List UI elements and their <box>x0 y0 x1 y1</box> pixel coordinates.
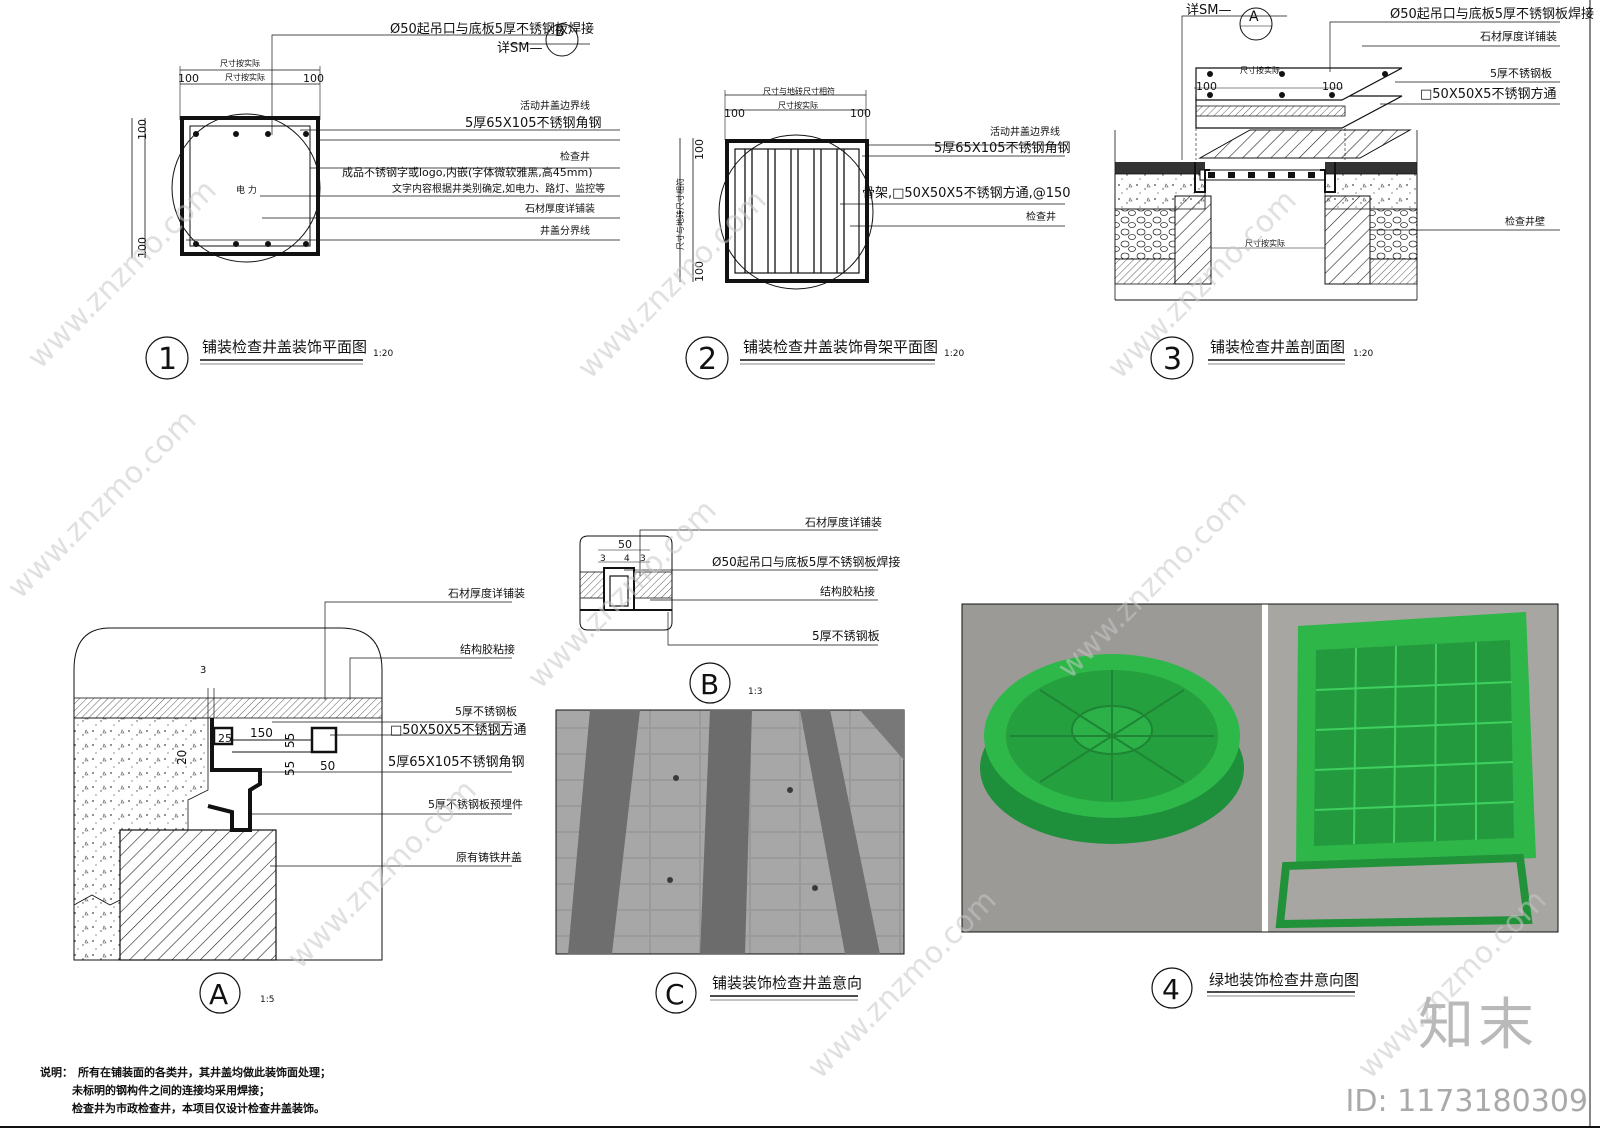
view-3-section: 尺寸按实际 100 100 尺寸按实际 Ø50起吊口与底板5厚不锈钢 <box>1114 3 1594 380</box>
v1-dim-top-left: 100 <box>178 72 199 85</box>
vB-label-lift: Ø50起吊口与底板5厚不锈钢板焊接 <box>712 554 900 569</box>
v1-label-angle: 5厚65X105不锈钢角钢 <box>465 116 602 131</box>
v3-dim-top: 尺寸按实际 <box>1240 65 1280 75</box>
v2-label-angle: 5厚65X105不锈钢角钢 <box>934 141 1071 156</box>
v3-label-plate: 5厚不锈钢板 <box>1490 66 1552 80</box>
v1-ref-text: 详SM— <box>497 41 542 56</box>
v3-label-lift: Ø50起吊口与底板5厚不锈钢板焊接 <box>1390 6 1594 22</box>
vB-number: B <box>700 668 719 701</box>
watermark-id: ID: 1173180309 <box>1345 1084 1588 1119</box>
vA-dim-55a: 55 <box>283 733 297 748</box>
v1-dim-left-bottom: 100 <box>136 237 149 258</box>
vB-dim-50: 50 <box>618 538 632 551</box>
wm-4: www.znzmo.com <box>1 403 204 606</box>
v1-label-stone: 石材厚度详铺装 <box>525 202 595 215</box>
detail-a: 3 25 150 55 55 50 20 石材厚度详铺装 结构胶粘接 5厚不锈钢… <box>73 586 526 1014</box>
vA-label-glue: 结构胶粘接 <box>460 642 515 656</box>
vA-dim-3: 3 <box>200 665 206 676</box>
v3-ref-letter: A <box>1249 9 1259 25</box>
vA-dim-25: 25 <box>218 732 232 745</box>
notes-line-3: 检查井为市政检查井，本项目仅设计检查井盖装饰。 <box>72 1101 325 1115</box>
vA-label-plate: 5厚不锈钢板 <box>455 704 517 718</box>
v2-number: 2 <box>698 342 717 377</box>
v4-number: 4 <box>1162 973 1180 1006</box>
v1-label-content: 文字内容根据井类别确定,如电力、路灯、监控等 <box>392 182 605 195</box>
vA-dim-20: 20 <box>175 750 189 765</box>
vB-dim-3b: 3 <box>640 554 646 564</box>
v3-label-tube: □50X50X5不锈钢方通 <box>1420 86 1556 102</box>
vB-label-plate: 5厚不锈钢板 <box>812 629 880 643</box>
v2-label-well: 检查井 <box>1026 210 1056 223</box>
vB-label-stone: 石材厚度详铺装 <box>805 515 882 529</box>
watermark-logo: 知末 <box>1418 993 1538 1058</box>
wm-1: www.znzmo.com <box>21 173 224 376</box>
notes-lead: 说明： <box>40 1065 73 1079</box>
vA-dim-150: 150 <box>250 726 273 740</box>
vA-dim-50: 50 <box>320 759 335 773</box>
v2-dim-side: 尺寸与地砖尺寸相符 <box>675 178 685 250</box>
v1-label-boundary: 活动井盖边界线 <box>520 99 590 112</box>
v2-dim-left-bottom: 100 <box>693 261 706 282</box>
vC-number: C <box>665 978 685 1011</box>
v1-dim-top-right: 100 <box>303 72 324 85</box>
v3-dim-right: 100 <box>1322 80 1343 93</box>
vA-label-stone: 石材厚度详铺装 <box>448 586 525 600</box>
view-1-plan: 100 100 尺寸按实际 尺寸按实际 100 100 电 力 Ø50起吊口与底… <box>131 21 620 380</box>
vC-title: 铺装装饰检查井盖意向 <box>712 974 862 992</box>
v3-dim-left: 100 <box>1196 80 1217 93</box>
vA-label-embed: 5厚不锈钢板预埋件 <box>428 797 523 811</box>
v1-dim-overall: 尺寸按实际 <box>220 58 260 68</box>
wm-5: www.znzmo.com <box>521 493 724 696</box>
v1-title: 铺装检查井盖装饰平面图 <box>202 338 367 356</box>
vA-dim-55b: 55 <box>283 761 297 776</box>
v2-dim-top-right: 100 <box>850 107 871 120</box>
vB-label-glue: 结构胶粘接 <box>820 584 875 598</box>
v2-dim-left-top: 100 <box>693 139 706 160</box>
vA-label-iron: 原有铸铁井盖 <box>456 850 522 864</box>
v4-title: 绿地装饰检查井意向图 <box>1209 971 1359 989</box>
view-2-frame-plan: 100 100 尺寸与地砖尺寸相符 尺寸按实际 100 100 尺寸与地砖尺寸相… <box>675 86 1071 380</box>
v1-dim-inner: 尺寸按实际 <box>225 72 265 82</box>
vA-label-angle: 5厚65X105不锈钢角钢 <box>388 755 525 770</box>
v1-dim-left-top: 100 <box>136 119 149 140</box>
detail-b: 50 3 4 3 石材厚度详铺装 Ø50起吊口与底板5厚不锈钢板焊接 结构胶粘接… <box>579 515 900 704</box>
v3-number: 3 <box>1163 342 1182 377</box>
v2-label-boundary: 活动井盖边界线 <box>990 125 1060 138</box>
v1-center-text: 电 力 <box>236 184 257 196</box>
v3-ref-text: 详SM— <box>1186 3 1231 18</box>
v1-label-lift: Ø50起吊口与底板5厚不锈钢板焊接 <box>390 21 594 37</box>
notes-line-1: 所有在铺装面的各类井，其井盖均做此装饰面处理； <box>78 1065 331 1079</box>
v3-dim-clear: 尺寸按实际 <box>1245 238 1285 248</box>
v3-label-wall: 检查井壁 <box>1505 215 1545 228</box>
photo-c-paving: C 铺装装饰检查井盖意向 <box>555 709 905 1014</box>
v2-label-frame: 骨架,□50X50X5不锈钢方通,@150 <box>862 185 1071 201</box>
vB-dim-3a: 3 <box>600 554 606 564</box>
v1-label-well: 检查井 <box>560 150 590 163</box>
vB-scale: 1:3 <box>748 687 762 697</box>
vA-scale: 1:5 <box>260 995 274 1005</box>
v2-dim-overall: 尺寸与地砖尺寸相符 <box>763 86 835 96</box>
v2-scale: 1:20 <box>944 349 964 359</box>
vA-number: A <box>209 978 228 1011</box>
v1-label-logo: 成品不锈钢字或logo,内嵌(字体微软雅黑,高45mm) <box>342 165 593 179</box>
v3-title: 铺装检查井盖剖面图 <box>1210 338 1345 356</box>
v3-label-stone: 石材厚度详铺装 <box>1480 29 1557 43</box>
v1-label-split: 井盖分界线 <box>540 224 590 237</box>
v3-scale: 1:20 <box>1353 349 1373 359</box>
v1-ref-letter: B <box>555 24 565 40</box>
v1-scale: 1:20 <box>373 349 393 359</box>
v2-dim-top-left: 100 <box>724 107 745 120</box>
v2-dim-inner: 尺寸按实际 <box>778 100 818 110</box>
vA-label-tube: □50X50X5不锈钢方通 <box>390 722 526 738</box>
v1-number: 1 <box>158 342 177 377</box>
notes-block: 说明： 所有在铺装面的各类井，其井盖均做此装饰面处理； 未标明的钢构件之间的连接… <box>40 1065 331 1115</box>
notes-line-2: 未标明的钢构件之间的连接均采用焊接； <box>71 1083 270 1097</box>
photo-4-green-covers: 4 绿地装饰检查井意向图 <box>961 603 1559 1009</box>
v2-title: 铺装检查井盖装饰骨架平面图 <box>743 338 938 356</box>
vB-dim-4: 4 <box>624 554 630 564</box>
